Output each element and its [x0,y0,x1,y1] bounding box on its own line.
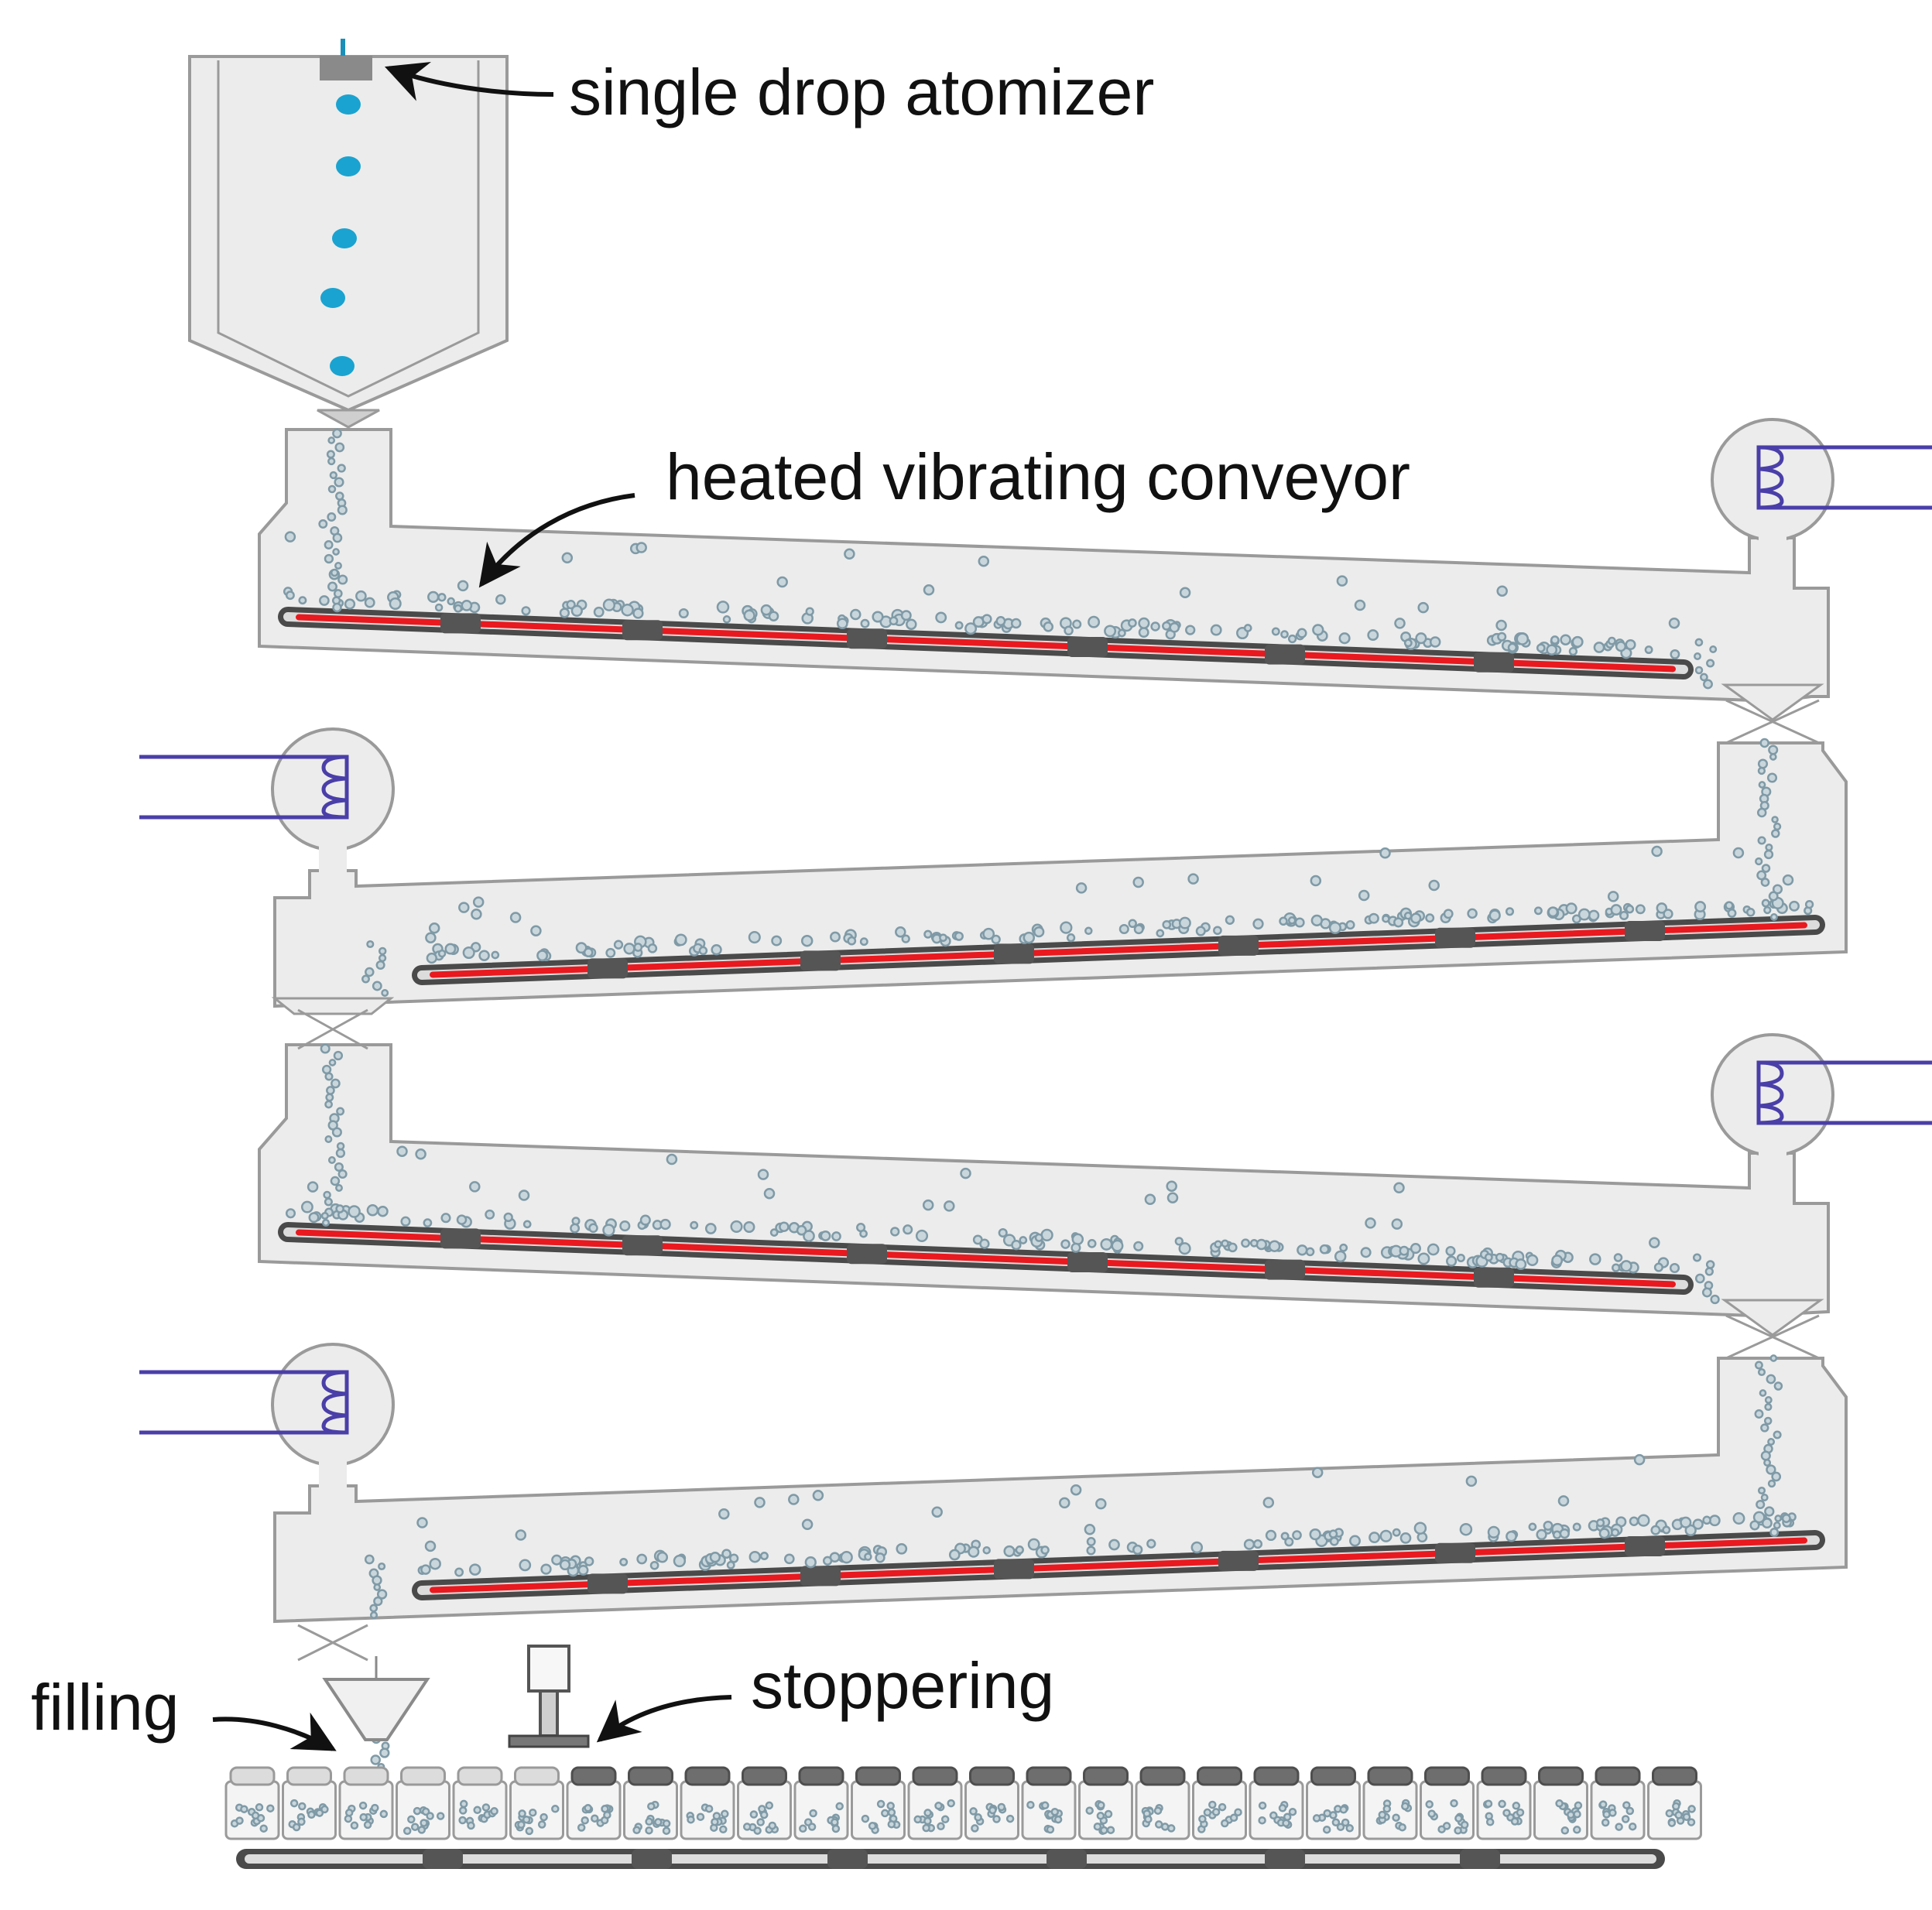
roller [1265,1259,1305,1280]
vial-conveyor-belt [236,1849,1665,1869]
roller [440,1228,481,1249]
roller [827,1849,868,1869]
vial [338,1766,394,1840]
filling-label: filling [31,1671,179,1744]
vial [1647,1766,1702,1840]
roller [1435,927,1475,948]
droplet [332,228,357,248]
vial [282,1766,337,1840]
droplet [336,156,361,176]
stoppering-label: stoppering [751,1649,1054,1722]
roller [632,1849,672,1869]
roller [1218,1550,1259,1571]
vial [793,1766,849,1840]
vial [1476,1766,1532,1840]
roller [1046,1849,1087,1869]
heating-element [296,614,1676,673]
roller [800,950,841,971]
coil-icon [1756,445,1932,510]
vial [224,1766,280,1840]
atomizer-leader-arrow [384,61,554,101]
vial [1249,1766,1304,1840]
roller [1218,935,1259,956]
heating-element [296,1229,1676,1288]
stopper-press-icon [508,1645,590,1748]
roller [622,1235,663,1256]
vial [680,1766,735,1840]
roller [440,613,481,634]
heated-belt [412,915,1825,985]
stoppering-leader-arrow [596,1695,732,1743]
roller [1625,920,1665,941]
droplet [320,288,345,308]
roller [423,1849,463,1869]
vial [509,1766,564,1840]
vial [1021,1766,1077,1840]
roller [800,1566,841,1587]
roller [847,1244,887,1265]
vial [1590,1766,1646,1840]
heating-element [430,1537,1807,1593]
coil-icon [1756,1060,1932,1125]
vial [452,1766,508,1840]
roller [1474,652,1514,673]
vial [566,1766,622,1840]
conveyor-leader-arrow [478,493,635,588]
heated-belt [412,1530,1825,1600]
heated-belt [278,1222,1694,1295]
roller [587,1573,628,1594]
roller [1435,1542,1475,1563]
droplet [330,356,355,376]
filling-funnel [322,1656,430,1741]
roller [1474,1267,1514,1288]
vial [1306,1766,1361,1840]
coil-icon [139,755,349,820]
vial-line [224,1766,1702,1840]
heated-belt [278,607,1694,679]
vial [1135,1766,1190,1840]
vial [907,1766,963,1840]
coil-icon [139,1370,349,1435]
roller [622,620,663,641]
vial [396,1766,450,1840]
heating-element [430,922,1807,978]
roller [1265,644,1305,665]
vial [623,1766,678,1840]
powder-particles [283,428,1814,1827]
transfer-valves [297,699,1820,1662]
vial [851,1766,906,1840]
vial [964,1766,1019,1840]
vial [1078,1766,1133,1840]
vial [1533,1766,1588,1840]
vial [737,1766,792,1840]
roller [994,1559,1034,1580]
filling-leader-arrow [212,1712,337,1751]
droplet [336,94,361,115]
roller [587,958,628,979]
atomizer-nozzle-icon [320,56,372,80]
atomizer-tower [188,39,509,429]
roller [1625,1535,1665,1556]
roller [1265,1849,1305,1869]
conveyor-label: heated vibrating conveyor [666,440,1410,513]
vacuum-ports [139,445,1932,1435]
heated-belts [278,607,1825,1600]
roller [1460,1849,1500,1869]
vial [1192,1766,1247,1840]
droplet-stream [320,94,361,376]
roller [1067,636,1108,657]
roller [1067,1251,1108,1272]
atomizer-label: single drop atomizer [569,56,1154,128]
vial [1362,1766,1418,1840]
roller [847,628,887,649]
vial [1420,1766,1475,1840]
roller [994,943,1034,964]
